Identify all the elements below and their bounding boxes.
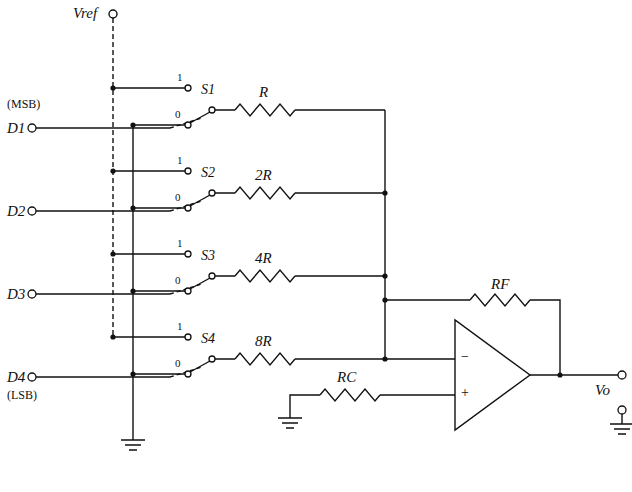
contact-label: 0 (174, 108, 182, 120)
contact-label: 1 (176, 154, 184, 166)
bit-order-label: (LSB) (6, 389, 38, 402)
contact-label: 1 (176, 320, 184, 332)
contact-label: 0 (174, 357, 182, 369)
switch-label: S4 (200, 331, 216, 346)
resistor-label: 4R (254, 250, 273, 267)
contact-label: 0 (174, 191, 182, 203)
resistor-label: RF (490, 276, 510, 293)
resistor-label: RC (336, 369, 357, 386)
resistor-label: R (258, 84, 269, 101)
switch-label: S2 (200, 165, 216, 180)
switch-label: S1 (200, 82, 216, 97)
digital-input-label: D2 (6, 203, 26, 220)
input-polarity: + (460, 385, 470, 400)
digital-input-label: D1 (6, 120, 26, 137)
bit-order-label: (MSB) (6, 98, 41, 111)
digital-input-label: D3 (6, 286, 26, 303)
contact-label: 1 (176, 71, 184, 83)
digital-input-label: D4 (6, 369, 26, 386)
contact-label: 1 (176, 237, 184, 249)
switch-label: S3 (200, 248, 216, 263)
contact-label: 0 (174, 274, 182, 286)
input-polarity: − (460, 349, 470, 364)
resistor-label: 8R (254, 333, 273, 350)
output-voltage-label: Vo (594, 382, 611, 399)
reference-voltage-label: Vref (72, 5, 98, 22)
resistor-label: 2R (254, 167, 273, 184)
